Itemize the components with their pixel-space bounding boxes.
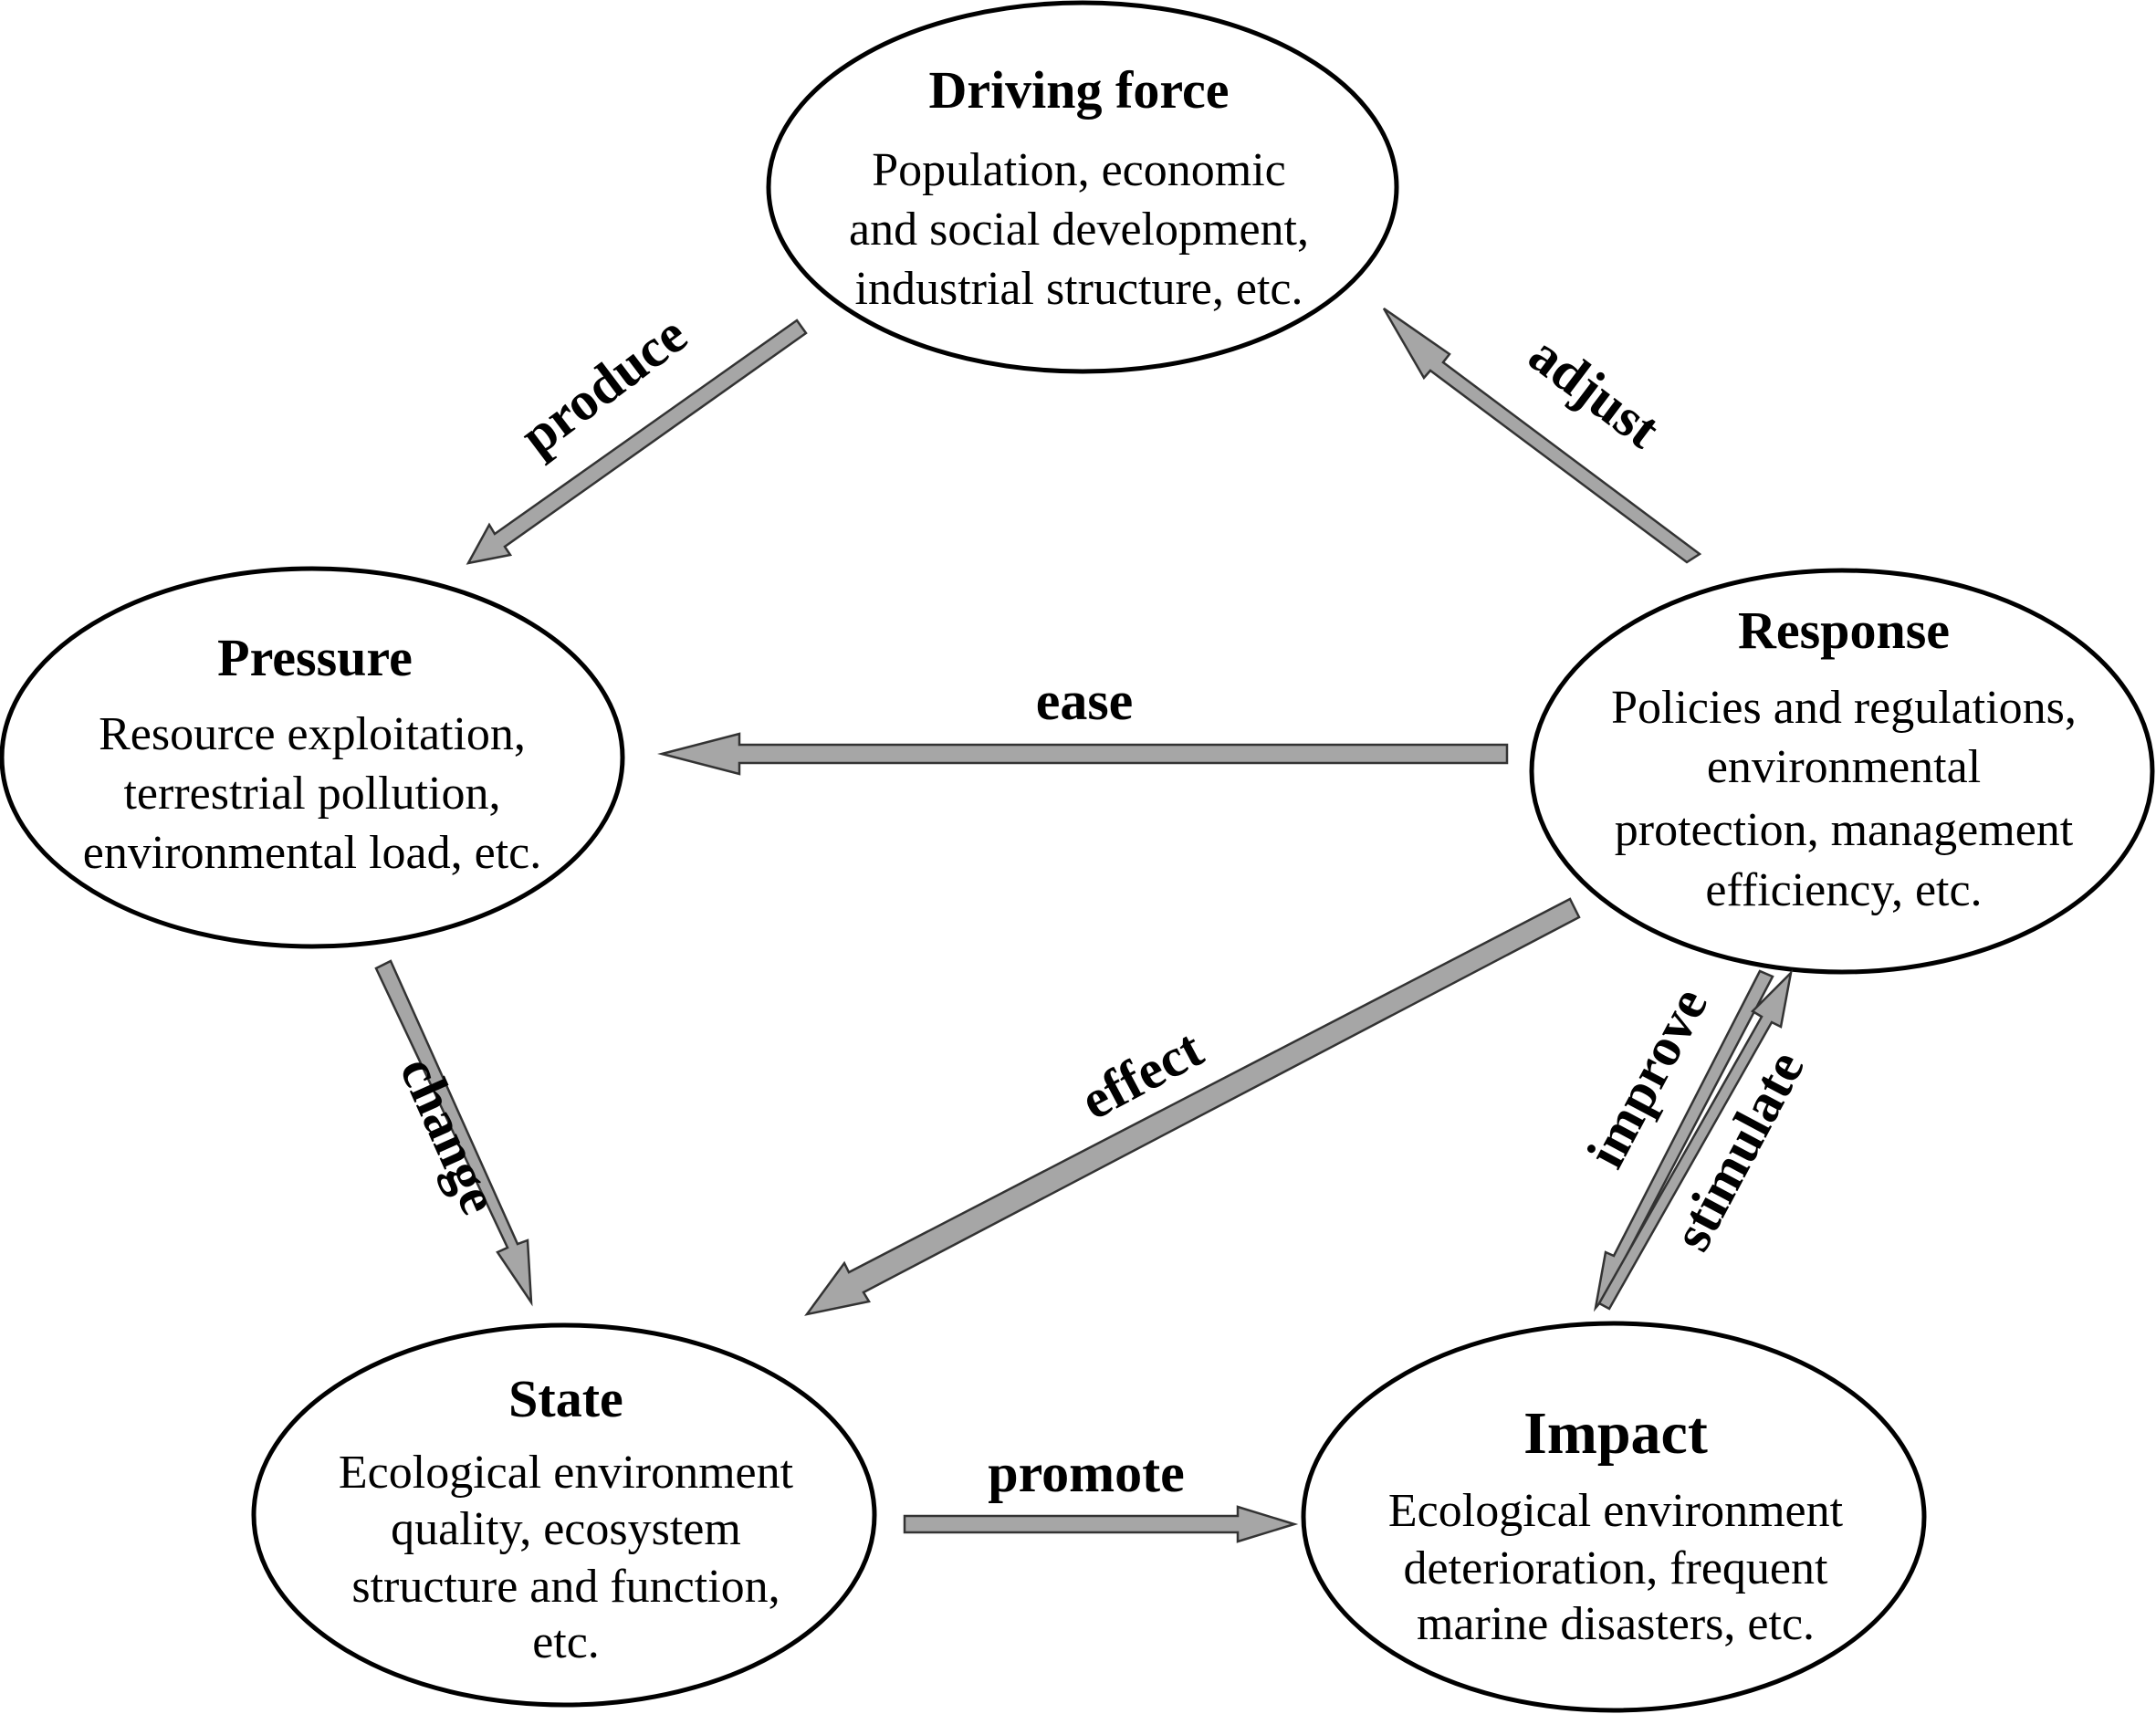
pressure-ellipse bbox=[0, 566, 625, 949]
label-promote: promote bbox=[988, 1443, 1185, 1503]
state-line-4: etc. bbox=[532, 1616, 600, 1668]
arrow-change bbox=[374, 959, 533, 1307]
label-change: change bbox=[389, 1048, 511, 1222]
node-pressure: Pressure Resource exploitation, terrestr… bbox=[0, 566, 625, 949]
impact-ellipse bbox=[1301, 1321, 1927, 1713]
state-title: State bbox=[508, 1369, 623, 1428]
state-line-2: quality, ecosystem bbox=[391, 1503, 741, 1555]
driving-force-ellipse bbox=[766, 0, 1399, 374]
arrow-adjust bbox=[1382, 307, 1702, 564]
state-ellipse bbox=[251, 1322, 877, 1708]
response-line-3: protection, management bbox=[1615, 804, 2074, 856]
arrow-stimulate bbox=[1597, 969, 1793, 1311]
response-title: Response bbox=[1738, 601, 1950, 660]
pressure-line-2: terrestrial pollution, bbox=[123, 768, 500, 820]
pressure-line-1: Resource exploitation, bbox=[99, 708, 526, 760]
impact-title: Impact bbox=[1523, 1400, 1708, 1467]
pressure-title: Pressure bbox=[217, 628, 413, 687]
node-response: Response Policies and regulations, envir… bbox=[1529, 568, 2155, 975]
node-state: State Ecological environment quality, ec… bbox=[251, 1322, 877, 1708]
arrow-promote bbox=[903, 1505, 1299, 1543]
label-produce: produce bbox=[509, 304, 698, 466]
response-line-2: environmental bbox=[1707, 741, 1981, 793]
response-line-4: efficiency, etc. bbox=[1705, 864, 1982, 916]
label-ease: ease bbox=[1036, 671, 1134, 731]
arrow-produce bbox=[466, 319, 808, 565]
driving-force-line-1: Population, economic bbox=[872, 144, 1285, 196]
node-impact: Impact Ecological environment deteriorat… bbox=[1301, 1321, 1927, 1713]
impact-line-2: deterioration, frequent bbox=[1404, 1542, 1828, 1594]
state-line-3: structure and function, bbox=[351, 1561, 780, 1613]
impact-line-3: marine disasters, etc. bbox=[1417, 1598, 1815, 1650]
driving-force-line-3: industrial structure, etc. bbox=[855, 263, 1303, 315]
driving-force-line-2: and social development, bbox=[849, 204, 1309, 256]
arrows bbox=[374, 307, 1793, 1543]
response-line-1: Policies and regulations, bbox=[1611, 682, 2077, 734]
pressure-line-3: environmental load, etc. bbox=[83, 827, 541, 879]
impact-line-1: Ecological environment bbox=[1388, 1485, 1844, 1537]
node-driving-force: Driving force Population, economic and s… bbox=[766, 0, 1399, 374]
state-line-1: Ecological environment bbox=[339, 1447, 794, 1499]
arrow-ease bbox=[657, 732, 1509, 776]
response-ellipse bbox=[1529, 568, 2155, 975]
driving-force-title: Driving force bbox=[928, 60, 1229, 120]
arrow-effect bbox=[804, 897, 1581, 1316]
